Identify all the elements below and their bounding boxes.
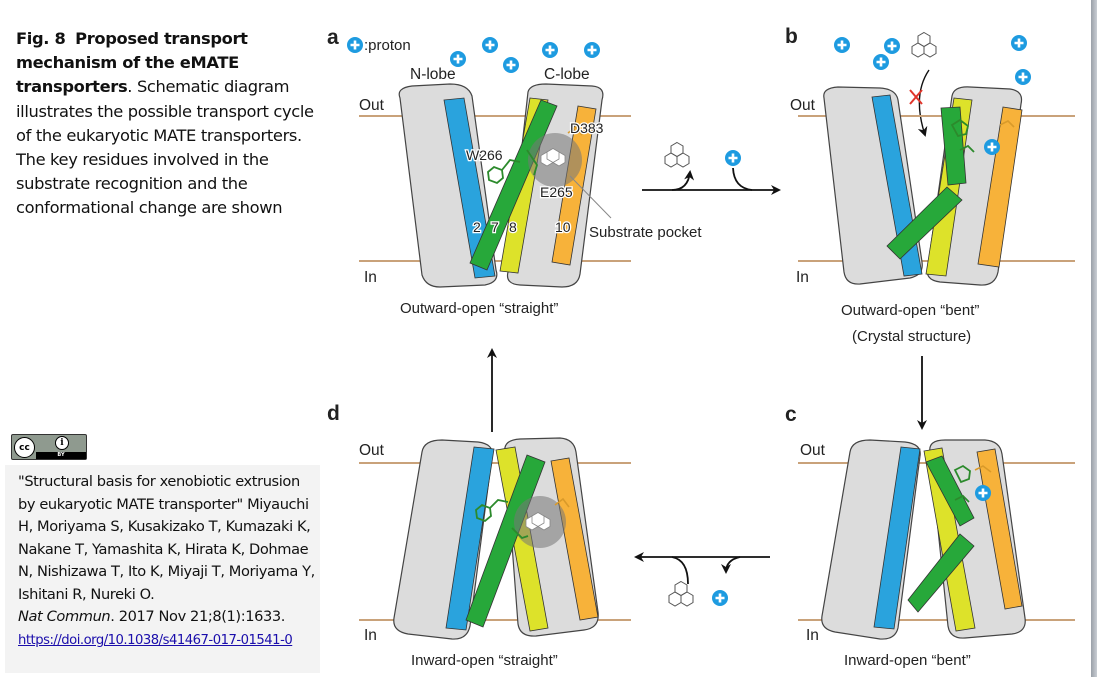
helix-7-lower bbox=[907, 533, 975, 613]
substrate-uptake-arrow bbox=[671, 556, 689, 585]
d383-label: D383 bbox=[570, 120, 604, 136]
proton-icon bbox=[540, 40, 560, 60]
out-label: Out bbox=[359, 97, 385, 114]
window-scrollbar[interactable] bbox=[1091, 0, 1097, 677]
helix-7 bbox=[465, 454, 546, 628]
doi-link[interactable]: https://doi.org/10.1038/s41467-017-01541… bbox=[18, 632, 293, 648]
out-label: Out bbox=[359, 442, 385, 459]
proton-icon bbox=[973, 483, 993, 503]
blocked-x-icon bbox=[909, 89, 923, 105]
figure-caption: Fig. 8 Proposed transport mechanism of t… bbox=[16, 27, 316, 221]
helix-7-label: 7 bbox=[491, 219, 499, 235]
by-label: BY bbox=[36, 452, 86, 459]
panel-c: c Out In Inward-open “bent” bbox=[785, 403, 1075, 669]
figure-description: . Schematic diagram illustrates the poss… bbox=[16, 77, 314, 218]
substrate-icon bbox=[911, 32, 937, 58]
panel-b-note: (Crystal structure) bbox=[852, 328, 971, 345]
panel-c-label: c bbox=[785, 403, 797, 426]
citation-journal: Nat Commun bbox=[18, 608, 111, 625]
d383-residue bbox=[974, 465, 992, 473]
substrate-icon bbox=[664, 142, 690, 168]
in-label: In bbox=[364, 269, 377, 286]
panel-a-label: a bbox=[327, 26, 339, 49]
proton-icon bbox=[871, 52, 891, 72]
proton-icon bbox=[582, 40, 602, 60]
proton-icon bbox=[710, 588, 730, 608]
helix-2 bbox=[445, 446, 495, 631]
out-label: Out bbox=[790, 97, 816, 114]
helix-2-label: 2 bbox=[473, 219, 481, 235]
panel-b: b Out In Outward-open “bent” (Crystal st… bbox=[785, 25, 1075, 345]
helix-7-upper bbox=[940, 106, 967, 186]
panel-a: a :proton N-lobe C-lobe Out In W266 E265… bbox=[327, 26, 702, 317]
helix-7-lower bbox=[886, 186, 963, 260]
panel-b-state: Outward-open “bent” bbox=[841, 302, 979, 319]
panel-b-label: b bbox=[785, 25, 798, 48]
helix-10-label: 10 bbox=[555, 219, 571, 235]
proton-icon bbox=[832, 35, 852, 55]
proton-icon bbox=[501, 55, 521, 75]
w266-residue bbox=[950, 118, 975, 153]
helix-10 bbox=[977, 106, 1023, 268]
helix-2 bbox=[443, 97, 496, 279]
d383-residue bbox=[999, 120, 1015, 128]
substrate-pocket-label: Substrate pocket bbox=[589, 224, 702, 241]
citation-title-authors: "Structural basis for xenobiotic extrusi… bbox=[18, 473, 315, 603]
proton-release-arrow bbox=[721, 556, 741, 574]
transition-c-to-d bbox=[634, 552, 770, 608]
w266-residue bbox=[475, 499, 529, 540]
in-label: In bbox=[806, 627, 819, 644]
helix-7-upper bbox=[925, 455, 975, 527]
attribution-icon: i bbox=[55, 436, 69, 450]
substrate-icon bbox=[668, 581, 694, 607]
proton-icon bbox=[448, 49, 468, 69]
transition-a-to-b bbox=[642, 142, 781, 195]
pocket-pointer-line bbox=[569, 175, 612, 219]
substrate-release-arrow bbox=[671, 170, 695, 191]
citation-details: . 2017 Nov 21;8(1):1633. bbox=[110, 608, 285, 625]
helix-2 bbox=[873, 446, 921, 630]
panel-d: d Out In Inward-open “straight” bbox=[327, 402, 631, 669]
figure-title: Proposed transport mechanism of the eMAT… bbox=[16, 29, 248, 97]
panel-d-state: Inward-open “straight” bbox=[411, 652, 558, 669]
cc-by-license-badge[interactable]: cc i BY bbox=[11, 434, 87, 460]
c-lobe-label: C-lobe bbox=[544, 66, 590, 83]
out-label: Out bbox=[800, 442, 826, 459]
panel-d-label: d bbox=[327, 402, 340, 425]
proton-legend: :proton bbox=[364, 37, 411, 54]
helix-10 bbox=[551, 105, 597, 266]
panel-a-state: Outward-open “straight” bbox=[400, 300, 558, 317]
w266-residue bbox=[487, 149, 538, 185]
d383-residue bbox=[567, 125, 583, 136]
w266-residue bbox=[953, 464, 971, 503]
proton-icon bbox=[345, 35, 365, 55]
helix-8-label: 8 bbox=[509, 219, 517, 235]
figure-label: Fig. 8 bbox=[16, 29, 66, 48]
d383-residue bbox=[554, 497, 570, 508]
proton-icon bbox=[882, 36, 902, 56]
in-label: In bbox=[364, 627, 377, 644]
cc-icon: cc bbox=[14, 437, 35, 458]
proton-icon bbox=[723, 148, 743, 168]
e265-label: E265 bbox=[540, 184, 573, 200]
proton-uptake-arrow bbox=[732, 167, 753, 191]
proton-icon bbox=[1009, 33, 1029, 53]
w266-label: W266 bbox=[466, 147, 503, 163]
in-label: In bbox=[796, 269, 809, 286]
panel-c-state: Inward-open “bent” bbox=[844, 652, 971, 669]
n-lobe-label: N-lobe bbox=[410, 66, 456, 83]
blocked-entry-arrow bbox=[917, 69, 930, 137]
proton-icon bbox=[982, 137, 1002, 157]
citation-box: "Structural basis for xenobiotic extrusi… bbox=[5, 465, 320, 673]
proton-icon bbox=[480, 35, 500, 55]
proton-icon bbox=[1013, 67, 1033, 87]
